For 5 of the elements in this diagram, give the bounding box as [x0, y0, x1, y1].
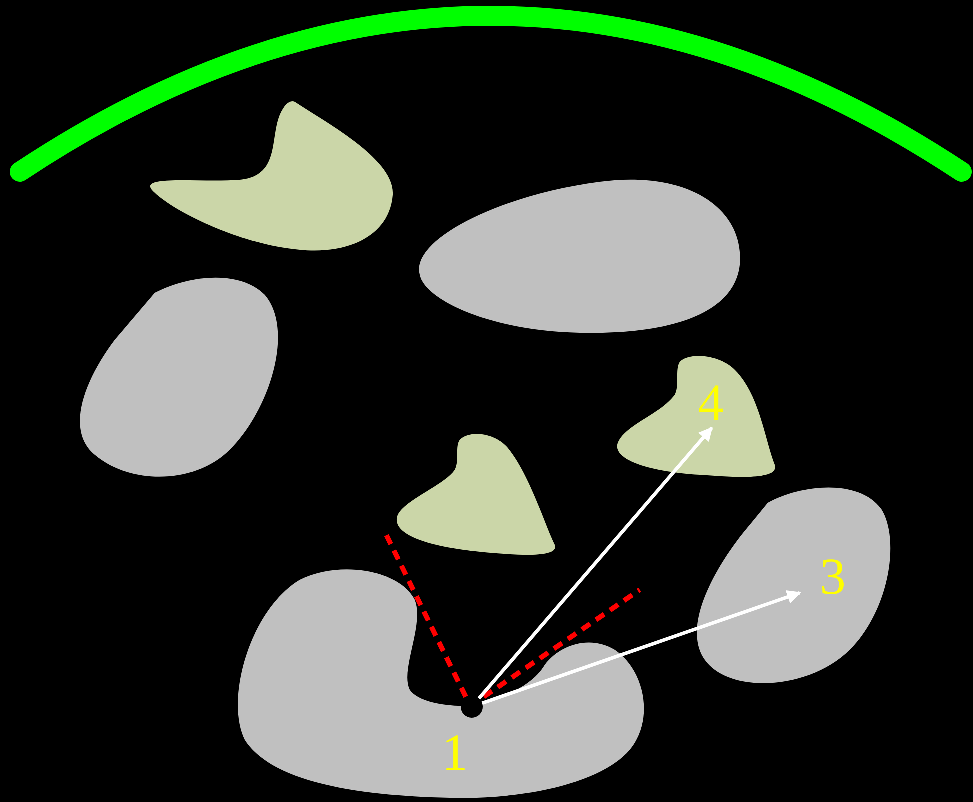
number-label: 3 [820, 552, 846, 604]
arrow [478, 426, 714, 700]
number-label: 4 [698, 378, 724, 430]
arrow [482, 590, 802, 706]
number-label: 1 [442, 728, 468, 780]
